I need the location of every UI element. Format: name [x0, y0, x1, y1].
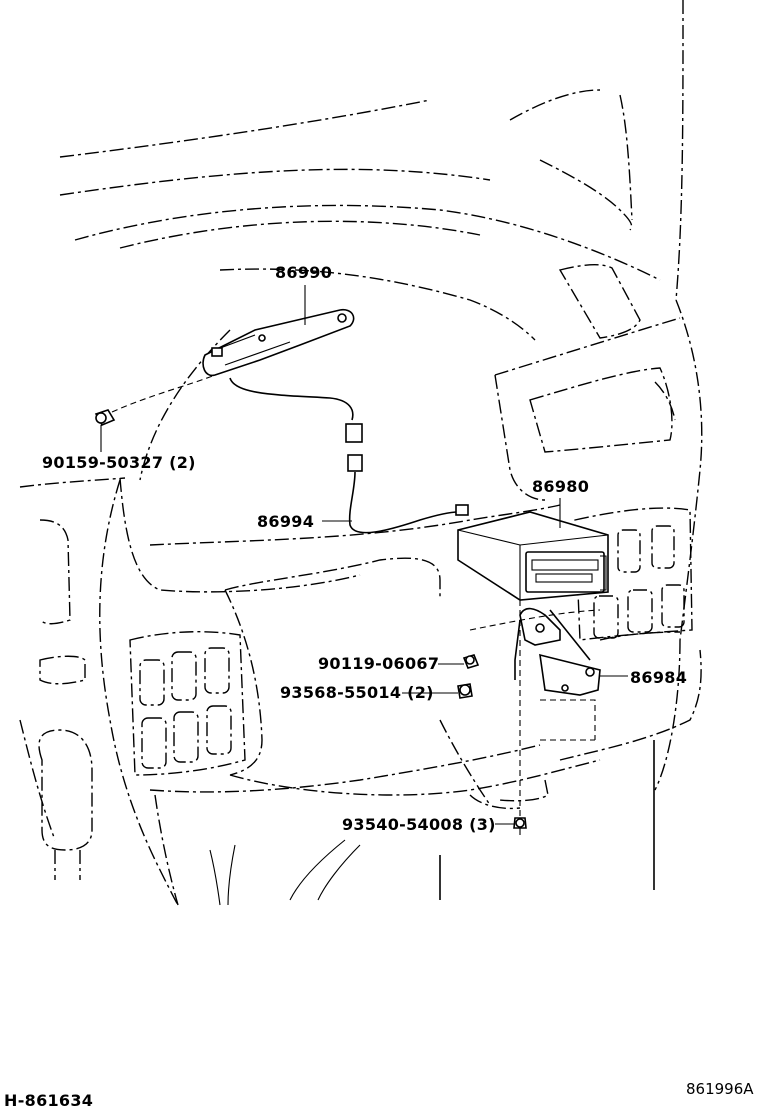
dashboard-outline — [19, 0, 703, 906]
label-93568-55014: 93568-55014 (2) — [280, 683, 434, 702]
bolt-90119 — [462, 654, 480, 669]
label-86990: 86990 — [275, 263, 332, 282]
label-86994: 86994 — [257, 512, 314, 531]
speaker-bracket-86990 — [202, 308, 355, 377]
label-86980: 86980 — [532, 477, 589, 496]
mount-bracket-86984 — [469, 600, 601, 820]
wire-harness-86994 — [229, 377, 469, 534]
label-93540-54008: 93540-54008 (3) — [342, 815, 496, 834]
radio-receiver-86980 — [457, 511, 609, 601]
shift-knob — [38, 729, 93, 880]
vent-grille-left — [129, 631, 246, 776]
label-90159-50327: 90159-50327 (2) — [42, 453, 196, 472]
screw-93540 — [513, 817, 527, 829]
footer-right-code: 861996A — [686, 1080, 754, 1098]
screw-90159 — [94, 374, 216, 452]
label-90119-06067: 90119-06067 — [318, 654, 439, 673]
footer-left-code: H-861634 — [4, 1091, 93, 1110]
screw-93568 — [457, 683, 473, 699]
label-86984: 86984 — [630, 668, 687, 687]
console-outline — [209, 740, 655, 906]
